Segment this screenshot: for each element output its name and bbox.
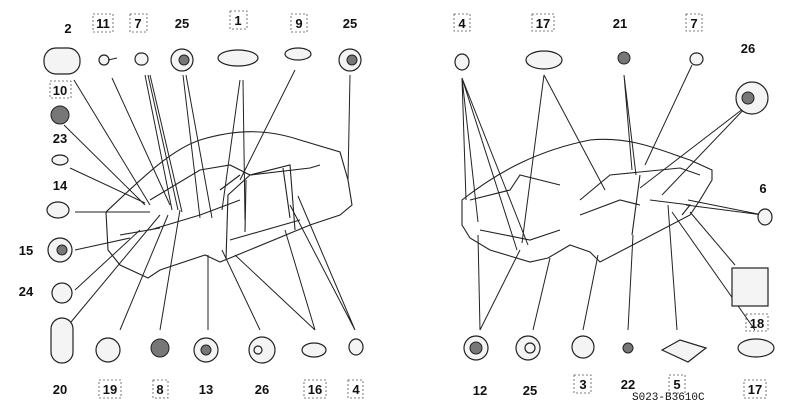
part-24-icon [51, 282, 73, 304]
leader-lines-left [63, 69, 356, 331]
callout-label: 24 [19, 284, 34, 299]
part-icons-left [43, 47, 364, 364]
callout-label: 4 [352, 382, 360, 397]
callout-label: 20 [53, 382, 67, 397]
part-5-icon [660, 339, 708, 363]
callout-label: 8 [156, 382, 163, 397]
callout-label: 3 [579, 377, 586, 392]
callout-label: 2 [64, 21, 71, 36]
part-7-icon [689, 52, 704, 66]
callout-label: 25 [523, 383, 537, 398]
part-4-icon [454, 53, 470, 71]
part-3-icon [571, 335, 595, 359]
part-17-icon [525, 50, 563, 70]
car-body-rear-view [461, 138, 713, 263]
callout-label: 23 [53, 131, 67, 146]
callout-label: 12 [473, 383, 487, 398]
callout-label: 26 [255, 382, 269, 397]
diagram-code: S023-B3610C [632, 392, 705, 404]
part-19-icon [95, 337, 121, 363]
part-9-icon [284, 47, 312, 61]
part-23-icon [51, 154, 69, 166]
callout-label: 18 [750, 316, 764, 331]
callout-label: 21 [613, 16, 627, 31]
callout-label: 19 [103, 382, 117, 397]
callout-label: 25 [343, 16, 357, 31]
part-icons-right [454, 50, 775, 363]
part-20-icon [50, 317, 74, 364]
car-body-front-view [105, 131, 353, 279]
callout-label: 16 [308, 382, 322, 397]
callout-label: 22 [621, 377, 635, 392]
part-1-icon [217, 49, 259, 67]
part-2-icon [43, 47, 81, 75]
part-8-icon [150, 338, 170, 358]
callout-label: 17 [536, 16, 550, 31]
part-17b-icon [737, 338, 775, 358]
callout-label: 7 [134, 16, 141, 31]
callout-label: 6 [759, 181, 766, 196]
callout-label: 4 [458, 16, 466, 31]
leader-lines-right [461, 64, 764, 331]
part-16-icon [301, 342, 327, 358]
callout-label: 13 [199, 382, 213, 397]
callout-label: 5 [673, 377, 680, 392]
part-6-icon [757, 208, 773, 226]
part-22-icon [622, 342, 634, 354]
callout-label: 10 [53, 83, 67, 98]
callout-labels-left: 2 11 7 25 1 9 25 10 23 14 15 24 20 19 8 … [19, 10, 364, 399]
callout-labels-right: 4 17 21 7 26 6 18 12 25 3 22 5 17 S023-B… [453, 13, 769, 404]
callout-label: 25 [175, 16, 189, 31]
callout-label: 9 [295, 16, 302, 31]
callout-label: 11 [96, 16, 110, 31]
callout-label: 14 [53, 178, 68, 193]
callout-label: 15 [19, 243, 33, 258]
part-14-icon [46, 201, 70, 219]
callout-label: 1 [234, 13, 241, 28]
part-10-icon [50, 105, 70, 125]
part-7-icon [134, 52, 149, 66]
part-18-icon [731, 267, 769, 307]
callout-label: 7 [690, 16, 697, 31]
callout-label: 26 [741, 41, 755, 56]
callout-label: 17 [748, 382, 762, 397]
part-11-icon [98, 54, 110, 66]
part-4-icon [348, 338, 364, 356]
part-21-icon [617, 51, 631, 65]
